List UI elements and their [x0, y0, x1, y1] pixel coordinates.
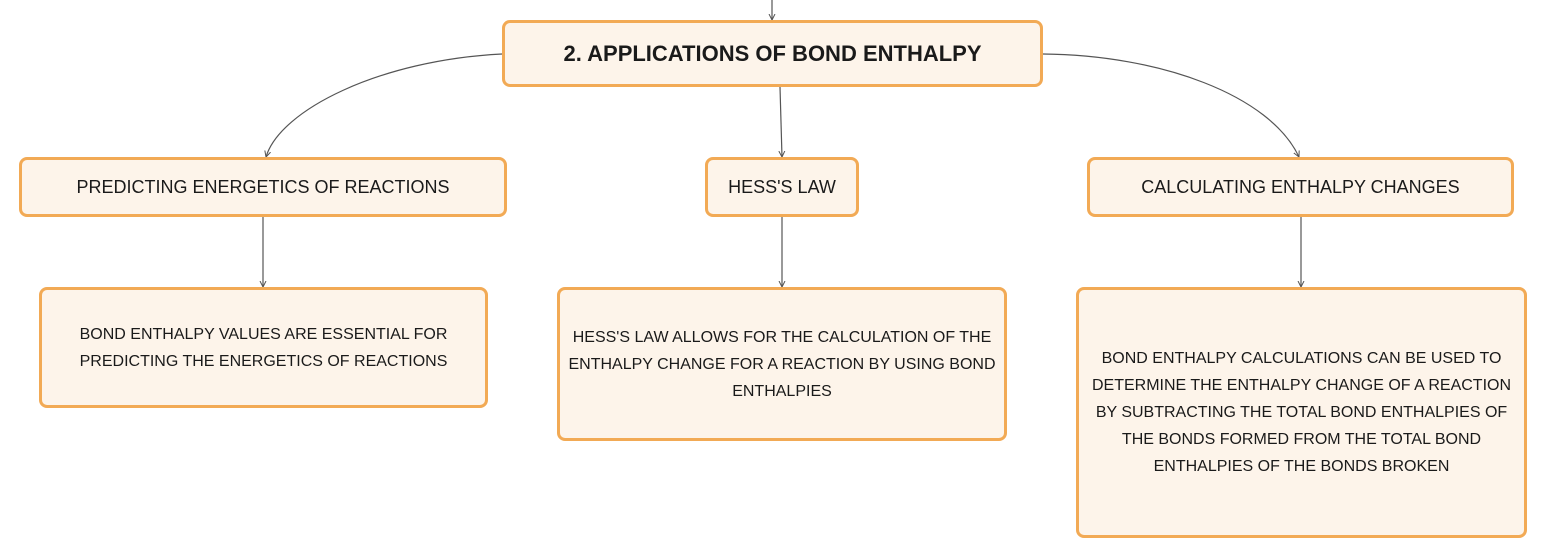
branch-node-calculating-enthalpy[interactable]: CALCULATING ENTHALPY CHANGES — [1087, 157, 1514, 217]
connector-root-to-calculating — [1042, 53, 1299, 157]
branch-node-predicting-energetics[interactable]: PREDICTING ENERGETICS OF REACTIONS — [19, 157, 507, 217]
detail-node-hess-law[interactable]: HESS'S LAW ALLOWS FOR THE CALCULATION OF… — [557, 287, 1007, 441]
detail-node-calculating-enthalpy[interactable]: BOND ENTHALPY CALCULATIONS CAN BE USED T… — [1076, 287, 1527, 538]
root-node-applications[interactable]: 2. APPLICATIONS OF BOND ENTHALPY — [502, 20, 1043, 87]
detail-node-predicting-energetics[interactable]: BOND ENTHALPY VALUES ARE ESSENTIAL FOR P… — [39, 287, 488, 408]
branch-node-hess-law[interactable]: HESS'S LAW — [705, 157, 859, 217]
connector-root-to-predicting — [266, 53, 503, 157]
connector-root-to-hess — [780, 86, 782, 157]
